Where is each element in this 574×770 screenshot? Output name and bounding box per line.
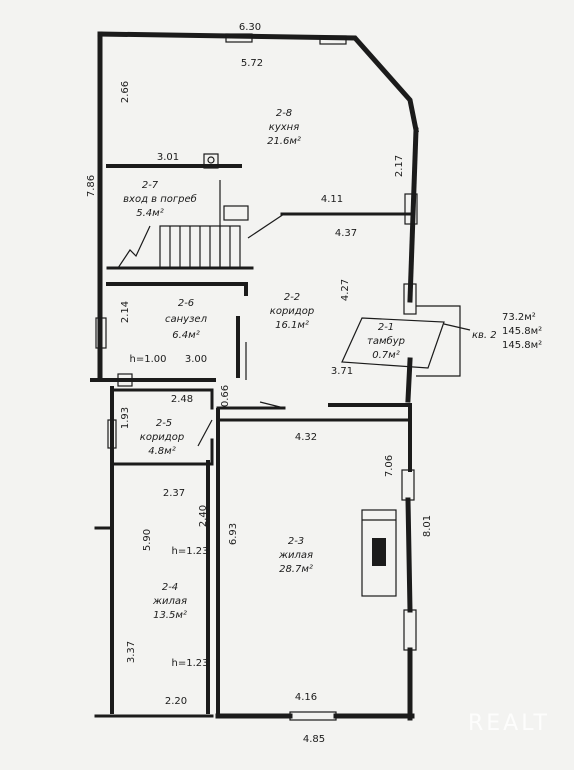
dim-top-inner: 5.72 [241, 58, 263, 69]
dim-kitchen-right: 2.17 [394, 155, 405, 177]
room-area: 6.4м² [172, 330, 199, 341]
room-name: жилая [278, 550, 313, 561]
dim-cor5-height: 1.93 [120, 407, 131, 429]
dim-bottom-left: 2.20 [165, 696, 187, 707]
room-name: коридор [270, 306, 314, 317]
apartment-area-3: 145.8м² [502, 340, 542, 351]
dim-living-right: 7.06 [384, 455, 395, 477]
cellar-stairs [117, 153, 249, 269]
dim-left-total: 7.86 [86, 175, 97, 197]
dim-room4-wall: 2.40 [198, 505, 209, 527]
room-name: жилая [152, 596, 187, 607]
apartment-area-2: 145.8м² [502, 326, 542, 337]
fireplace-icon [361, 509, 397, 597]
room-area: 28.7м² [279, 564, 313, 575]
dim-h-upper: h=1.23 [172, 546, 209, 557]
room-label-2-7: 2-7 вход в погреб 5.4м² [123, 180, 197, 219]
room-area: 13.5м² [153, 610, 187, 621]
dim-bottom-outer: 4.85 [303, 734, 325, 745]
room-label-2-8: 2-8 кухня 21.6м² [267, 108, 301, 147]
room-name: кухня [269, 122, 299, 133]
room-id: 2-3 [288, 536, 304, 547]
dim-bath-height: 2.14 [120, 301, 131, 323]
door-swings [197, 213, 285, 447]
room-area: 4.8м² [148, 446, 175, 457]
room-id: 2-2 [284, 292, 300, 303]
room-id: 2-6 [178, 298, 194, 309]
dim-bath-width: 3.00 [185, 354, 207, 365]
dim-h-lower: h=1.23 [172, 658, 209, 669]
vestibule [341, 305, 471, 377]
room-label-2-6: 2-6 санузел 6.4м² [165, 298, 208, 341]
dim-mid-wall: 4.11 [321, 194, 343, 205]
dim-cellar-wall: 3.01 [157, 152, 179, 163]
room-area: 0.7м² [372, 350, 399, 361]
room-area: 21.6м² [267, 136, 301, 147]
apartment-summary: кв. 2 73.2м² 145.8м² 145.8м² [472, 312, 542, 351]
apartment-area-1: 73.2м² [502, 312, 536, 323]
watermark: REALT [468, 711, 550, 736]
room-area: 16.1м² [275, 320, 309, 331]
dim-room4-width: 2.37 [163, 488, 185, 499]
dim-living-height: 6.93 [228, 523, 239, 545]
room-label-2-1: 2-1 тамбур 0.7м² [367, 322, 405, 361]
dim-h-bath: h=1.00 [130, 354, 167, 365]
room-name: тамбур [367, 335, 405, 347]
dim-kitchen-left: 2.66 [120, 81, 131, 103]
room-area: 5.4м² [136, 208, 163, 219]
room-label-2-5: 2-5 коридор 4.8м² [140, 418, 184, 457]
room-id: 2-4 [162, 582, 178, 593]
room-name: вход в погреб [123, 193, 197, 205]
dim-room4-lower: 3.37 [126, 641, 137, 663]
dim-cor5-width: 2.48 [171, 394, 193, 405]
room-label-2-4: 2-4 жилая 13.5м² [152, 582, 187, 621]
room-name: санузел [165, 314, 208, 325]
dim-corridor-width: 4.37 [335, 228, 357, 239]
room-id: 2-1 [378, 322, 394, 333]
room-label-2-3: 2-3 жилая 28.7м² [278, 536, 313, 575]
room-name: коридор [140, 432, 184, 443]
room-id: 2-8 [276, 108, 292, 119]
apartment-label: кв. 2 [472, 330, 497, 341]
windows [95, 33, 418, 721]
room-id: 2-7 [142, 180, 159, 191]
dim-bottom-inner: 4.16 [295, 692, 317, 703]
dim-living-width-top: 4.32 [295, 432, 317, 443]
dim-door-066: 0.66 [220, 385, 231, 407]
dim-corridor-lower: 3.71 [331, 366, 353, 377]
room-label-2-2: 2-2 коридор 16.1м² [270, 292, 314, 331]
dim-top-outer: 6.30 [239, 22, 261, 33]
room-id: 2-5 [156, 418, 172, 429]
dim-room4-height: 5.90 [142, 529, 153, 551]
dim-outer-right: 8.01 [422, 515, 433, 537]
dimensions: 6.30 5.72 2.66 2.17 7.86 3.01 4.11 4.37 … [86, 22, 433, 745]
dim-corridor-height: 4.27 [340, 279, 351, 301]
walls [90, 31, 419, 721]
